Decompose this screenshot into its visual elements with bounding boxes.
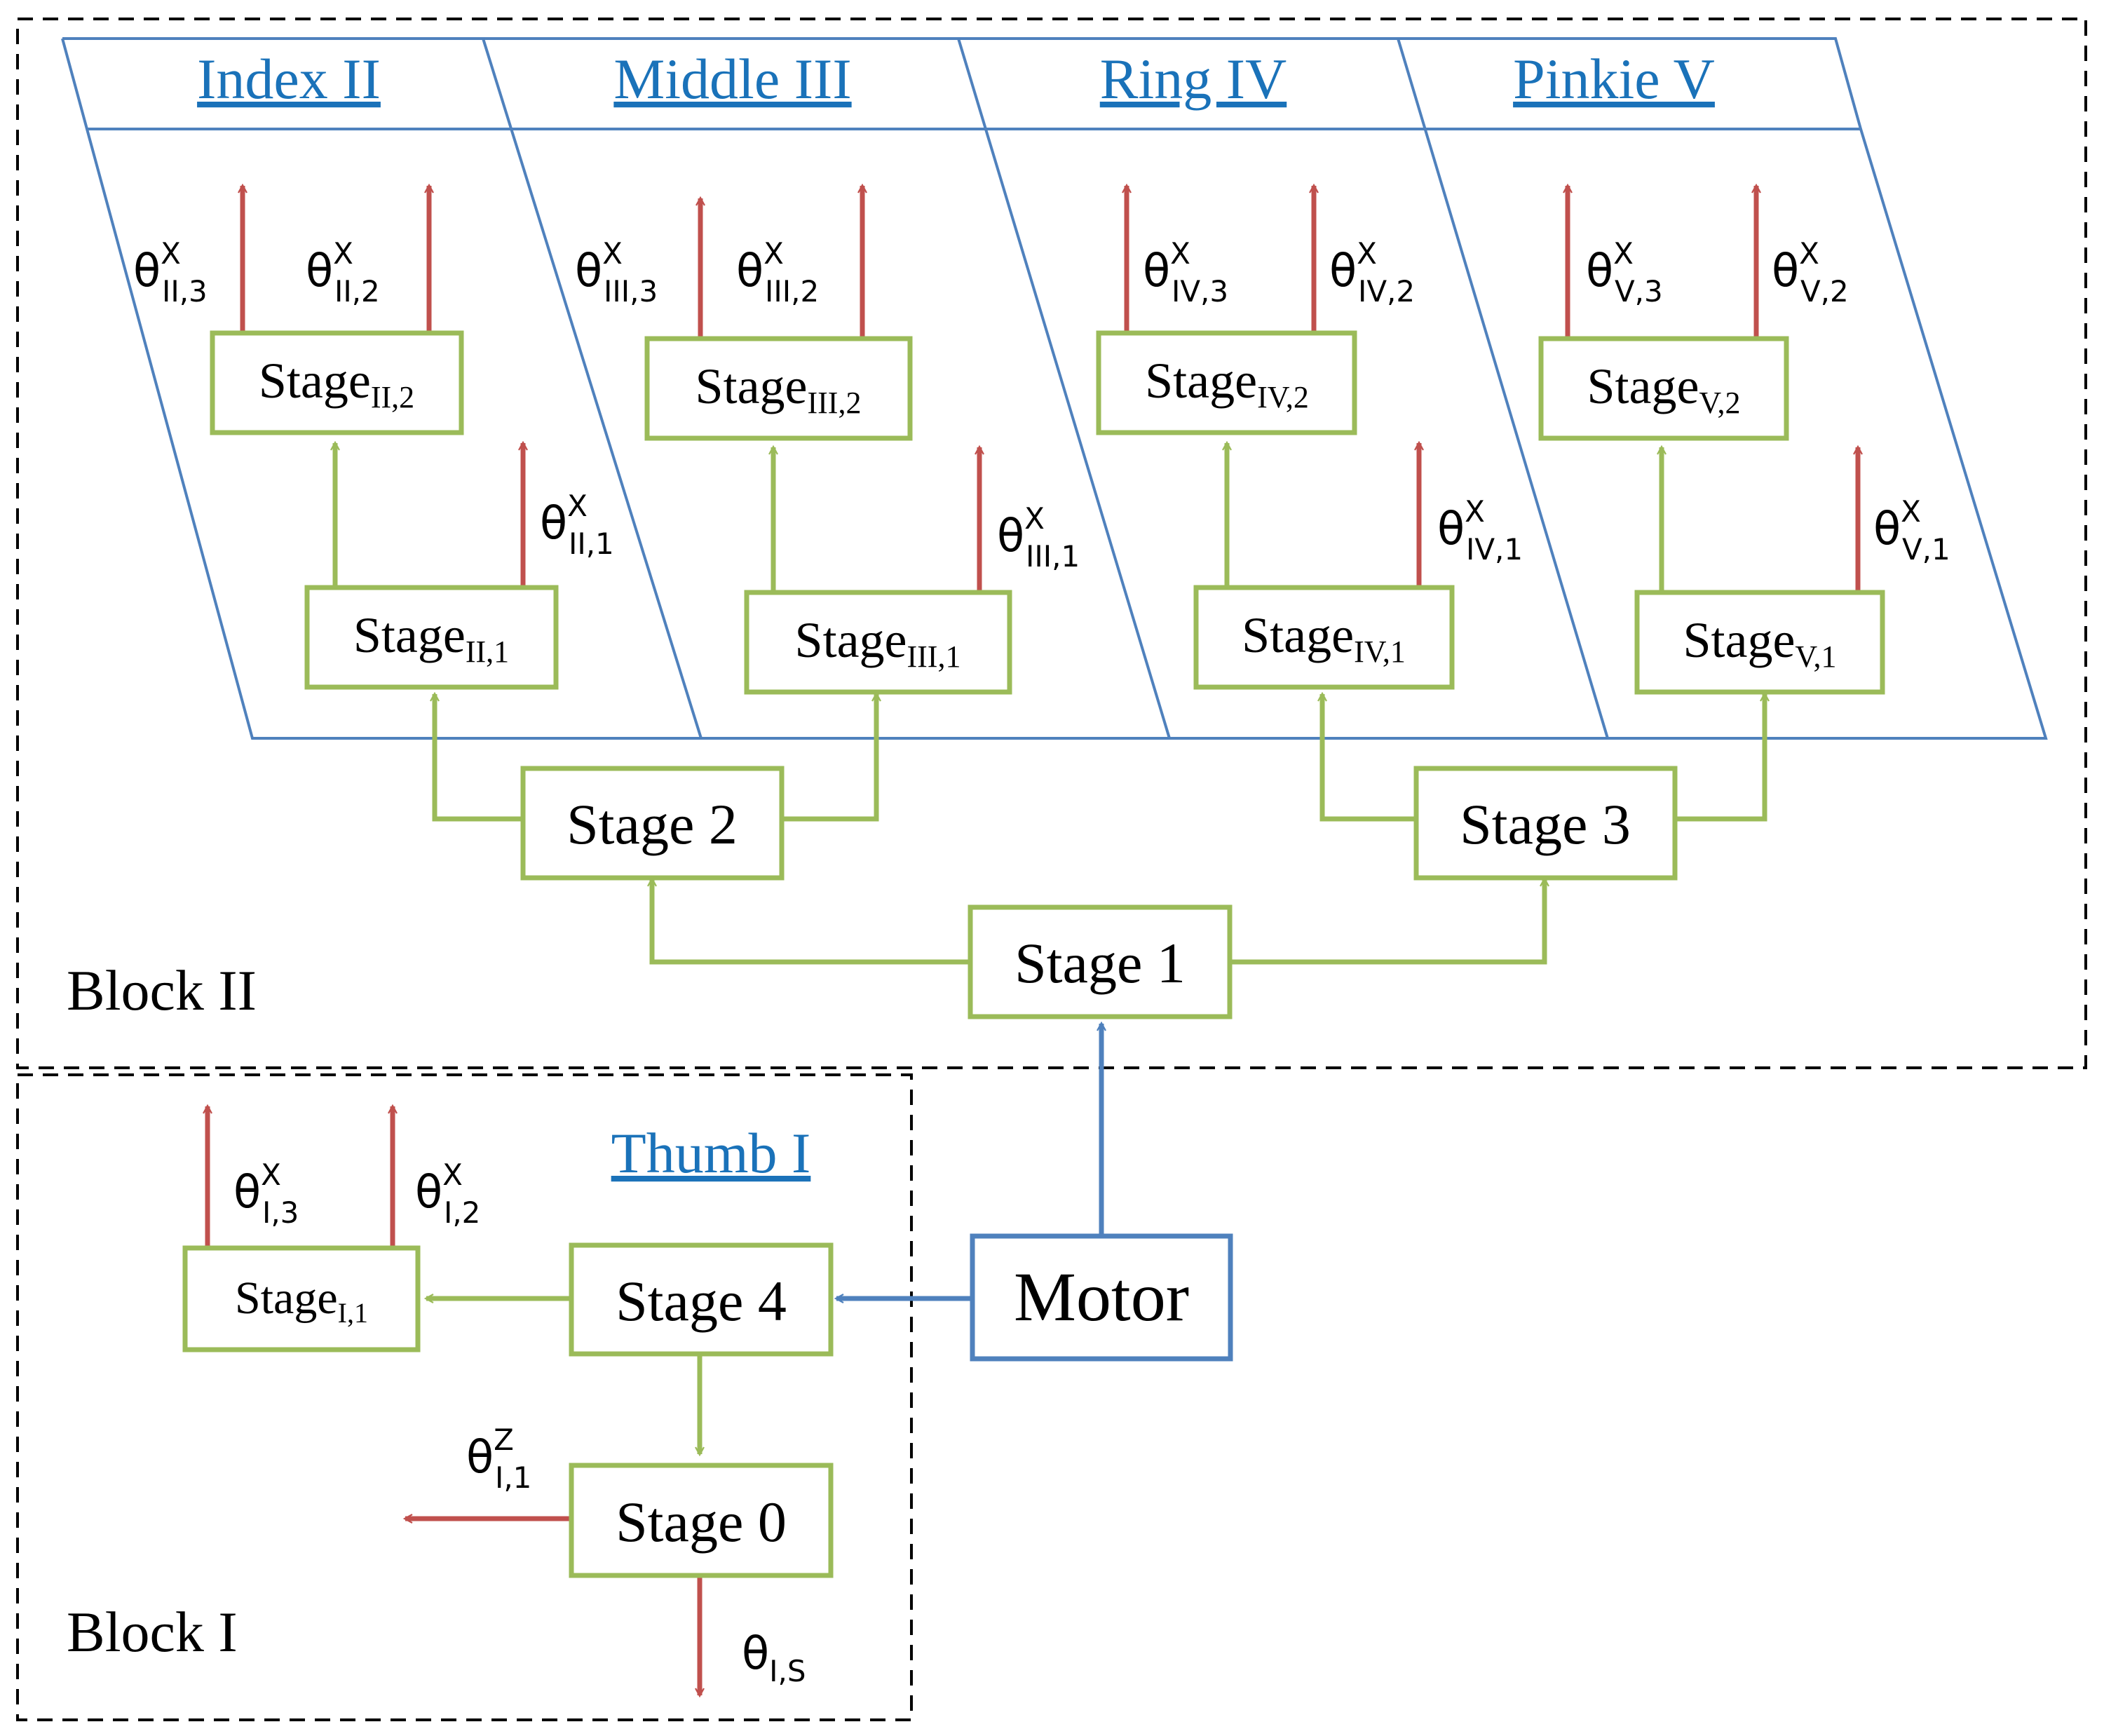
stage-iii-2-label: StageIII,2 xyxy=(695,358,862,420)
stage-ii-1-box xyxy=(304,585,559,690)
stage-iv-2-box xyxy=(1096,330,1357,435)
output-arrows xyxy=(208,186,1858,1695)
stage-1-label: Stage 1 xyxy=(1014,931,1186,995)
theta-is-label: θI,S xyxy=(742,1628,806,1688)
block-ii-label: Block II xyxy=(67,958,257,1022)
stage-i-1-box xyxy=(182,1245,421,1352)
motor-label: Motor xyxy=(1014,1258,1189,1336)
stage-4-label: Stage 4 xyxy=(616,1269,787,1333)
stage-iii-1-label: StageIII,1 xyxy=(795,612,961,674)
stage2-to-index-arrow xyxy=(435,694,523,822)
stage-2-label: Stage 2 xyxy=(566,792,738,856)
stage-iv-1-label: StageIV,1 xyxy=(1242,607,1406,669)
middle-title: Middle III xyxy=(613,47,851,111)
stage-v-2-label: StageV,2 xyxy=(1587,358,1740,420)
stage-v-2-box xyxy=(1538,336,1789,441)
pinkie-title: Pinkie V xyxy=(1513,47,1715,111)
stage-v-1-box xyxy=(1634,590,1885,695)
stage-ii-2-label: StageII,2 xyxy=(259,353,414,414)
stage2-to-middle-arrow xyxy=(782,694,876,822)
stage1-to-stage3-arrow xyxy=(1230,879,1545,965)
motor-arrows xyxy=(836,1024,1101,1298)
stage-ii-1-label: StageII,1 xyxy=(353,607,509,669)
block-ii-border xyxy=(16,18,2087,1069)
stage-4-box xyxy=(569,1242,834,1357)
stage-0-label: Stage 0 xyxy=(616,1490,787,1554)
stage-1-box xyxy=(968,904,1233,1019)
ring-title: Ring IV xyxy=(1100,47,1287,111)
stage-iii-1-box xyxy=(744,590,1012,695)
stage-3-box xyxy=(1413,766,1678,881)
stage-3-label: Stage 3 xyxy=(1460,792,1631,856)
stage3-to-ring-arrow xyxy=(1322,694,1416,822)
stage-iii-2-box xyxy=(644,336,913,441)
transmission-arrows xyxy=(335,443,1765,1454)
stage-iv-2-label: StageIV,2 xyxy=(1145,353,1309,414)
thumb-title: Thumb I xyxy=(611,1121,811,1185)
stage1-to-stage2-arrow xyxy=(652,879,970,965)
stage-iv-1-box xyxy=(1193,585,1455,690)
index-title: Index II xyxy=(197,47,381,111)
stage-2-box xyxy=(520,766,785,881)
stage-boxes xyxy=(182,330,1885,1578)
stage-i-1-label: StageI,1 xyxy=(235,1273,368,1329)
finger-panels xyxy=(61,37,2048,740)
stage-0-box xyxy=(569,1463,834,1578)
stage3-to-pinkie-arrow xyxy=(1675,694,1765,822)
stage-ii-2-box xyxy=(210,330,464,435)
stage-v-1-label: StageV,1 xyxy=(1683,612,1836,674)
block-i-border xyxy=(16,1073,913,1721)
block-i-label: Block I xyxy=(67,1600,238,1664)
motor-box xyxy=(970,1233,1233,1362)
